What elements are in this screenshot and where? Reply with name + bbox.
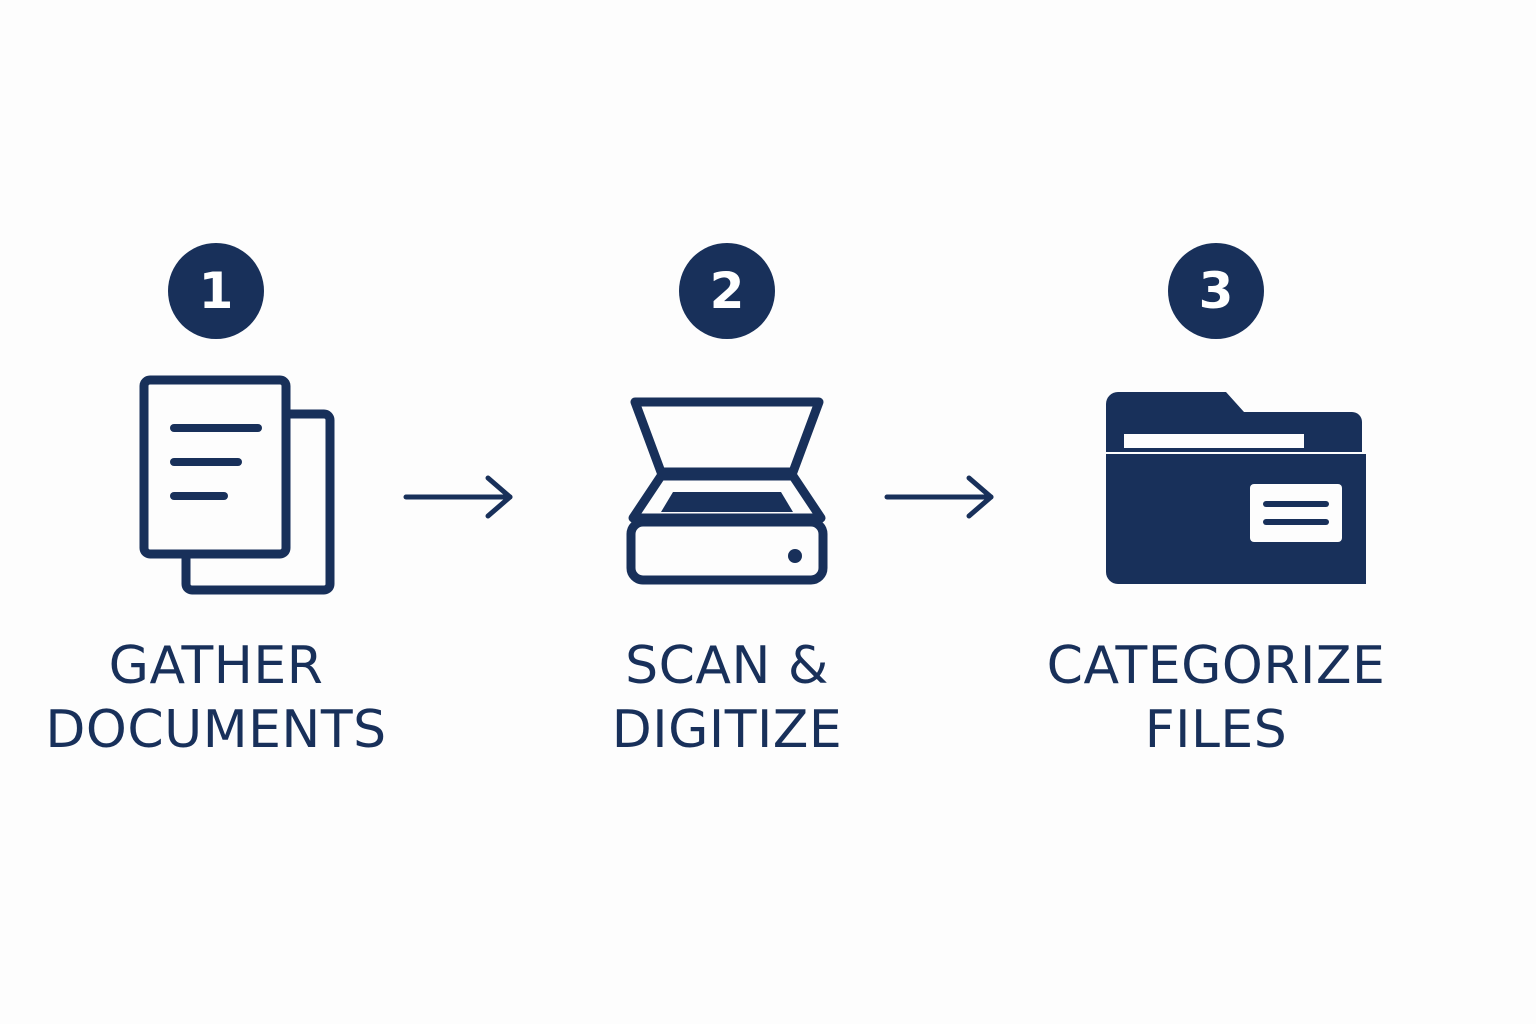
- step-label-line: GATHER: [108, 636, 324, 696]
- arrow-right-icon: [883, 470, 999, 526]
- documents-icon: [66, 372, 366, 602]
- step-label: GATHER DOCUMENTS: [6, 634, 426, 762]
- step-number-badge: 1: [168, 243, 264, 339]
- step-label-line: SCAN &: [625, 636, 829, 696]
- folder-icon: [1066, 372, 1366, 602]
- step-label: CATEGORIZE FILES: [1006, 634, 1426, 762]
- step-label-line: DOCUMENTS: [45, 700, 387, 760]
- step-categorize-files: 3 CATEGORIZE FILES: [1006, 240, 1426, 780]
- scanner-icon: [577, 372, 877, 602]
- step-label: SCAN & DIGITIZE: [517, 634, 937, 762]
- step-label-line: FILES: [1144, 700, 1288, 760]
- step-number-badge: 2: [679, 243, 775, 339]
- step-gather-documents: 1 GATHER DOCUMENTS: [6, 240, 426, 780]
- step-scan-digitize: 2 SCAN & DIGITIZE: [517, 240, 937, 780]
- arrow-right-icon: [402, 470, 518, 526]
- step-label-line: DIGITIZE: [611, 700, 843, 760]
- step-number-badge: 3: [1168, 243, 1264, 339]
- step-label-line: CATEGORIZE: [1046, 636, 1386, 696]
